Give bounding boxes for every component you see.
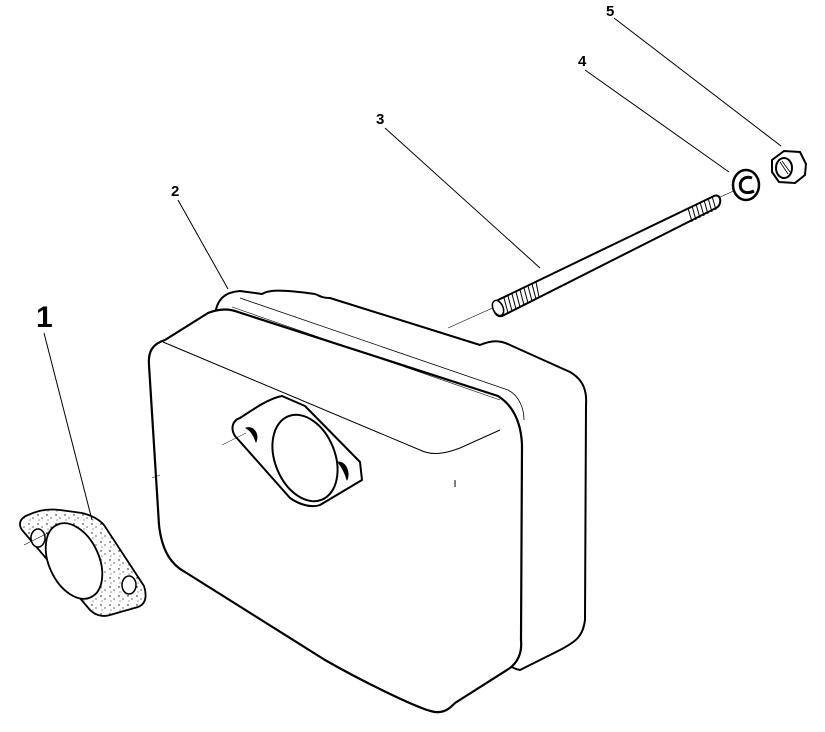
leader-line-1: [43, 332, 93, 521]
leader-line-4: [584, 69, 730, 173]
gasket: [19, 508, 147, 617]
leader-line-5: [613, 17, 782, 147]
stud-thread-right: [687, 195, 717, 223]
gasket-center-hole: [44, 522, 104, 600]
callout-3: 3: [376, 111, 385, 128]
muffler-rim-line-2: [231, 306, 501, 401]
lock-washer: [731, 168, 761, 202]
axis-line-stud: [447, 305, 498, 329]
outlet-bolt-hole-right: [337, 461, 349, 481]
callout-1: 1: [36, 301, 53, 334]
washer-split: [738, 175, 755, 195]
muffler-side-tick: [151, 474, 161, 479]
muffler-rim-line: [239, 297, 525, 421]
hex-nut: [771, 149, 808, 185]
washer-outer: [731, 168, 761, 202]
muffler-body: [147, 289, 588, 714]
callout-4: 4: [578, 53, 587, 70]
outlet-bolt-hole-left: [245, 427, 258, 443]
outlet-opening: [271, 413, 339, 503]
callout-5: 5: [606, 3, 615, 20]
stud-thread-left: [503, 281, 540, 314]
gasket-bolt-hole-right: [121, 575, 137, 595]
muffler-front-face: [147, 308, 524, 714]
stud-bolt: [491, 194, 722, 318]
muffler-top-edge: [162, 341, 501, 454]
callout-2: 2: [171, 183, 180, 200]
leader-lines: [43, 17, 782, 521]
stud-end: [491, 299, 505, 317]
stud-shaft: [492, 194, 722, 318]
nut-thread-inner: [779, 160, 791, 175]
gasket-axis: [23, 531, 51, 546]
leader-line-3: [384, 127, 541, 269]
outlet-axis: [221, 432, 247, 446]
leader-line-2: [177, 199, 229, 290]
